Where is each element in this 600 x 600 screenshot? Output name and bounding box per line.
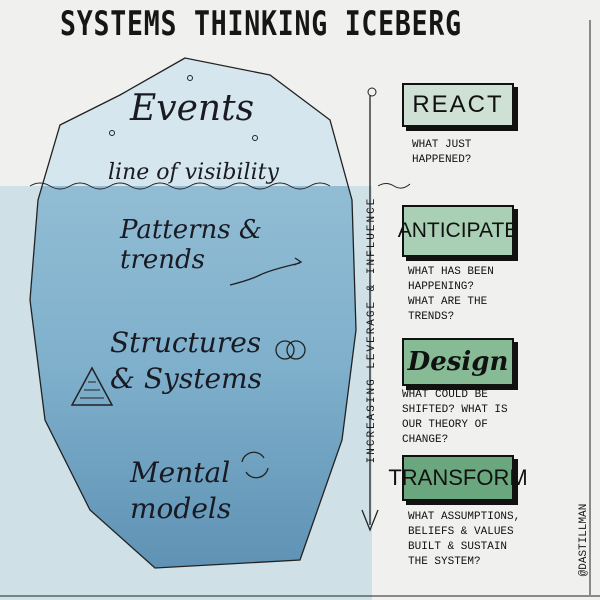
question-transform: What assumptions, beliefs & values built… <box>408 511 521 568</box>
mode-react: REACT <box>402 83 514 127</box>
mode-transform: TRANSFORM <box>388 455 528 501</box>
question-anticipate: What has been happening? What are the tr… <box>408 266 494 323</box>
trend-arrow-icon <box>229 257 303 286</box>
mode-anticipate: ANTICIPATE <box>398 205 518 257</box>
venn-icon <box>275 340 295 360</box>
waterline <box>29 182 331 190</box>
signature: @DASTILLMAN <box>578 503 590 577</box>
question-design: What could be shifted? What is our theor… <box>402 389 508 446</box>
pyramid-icon <box>70 366 114 406</box>
level-structures-systems: Structures & Systems <box>110 326 262 395</box>
level-events: Events <box>130 88 255 129</box>
question-react: What just happened? <box>412 139 472 166</box>
iceberg-above-water <box>41 57 349 186</box>
level-line-of-visibility: line of visibility <box>108 160 279 185</box>
axis-label: INCREASING LEVERAGE & INFLUENCE <box>366 196 378 464</box>
page-title: SYSTEMS THINKING ICEBERG <box>60 4 462 44</box>
iceberg-below-water <box>29 186 357 569</box>
level-mental-models: Mental models <box>130 456 232 525</box>
cycle-icon <box>241 451 269 479</box>
mode-design: Design <box>402 338 514 386</box>
level-patterns-trends: Patterns & trends <box>120 215 263 275</box>
